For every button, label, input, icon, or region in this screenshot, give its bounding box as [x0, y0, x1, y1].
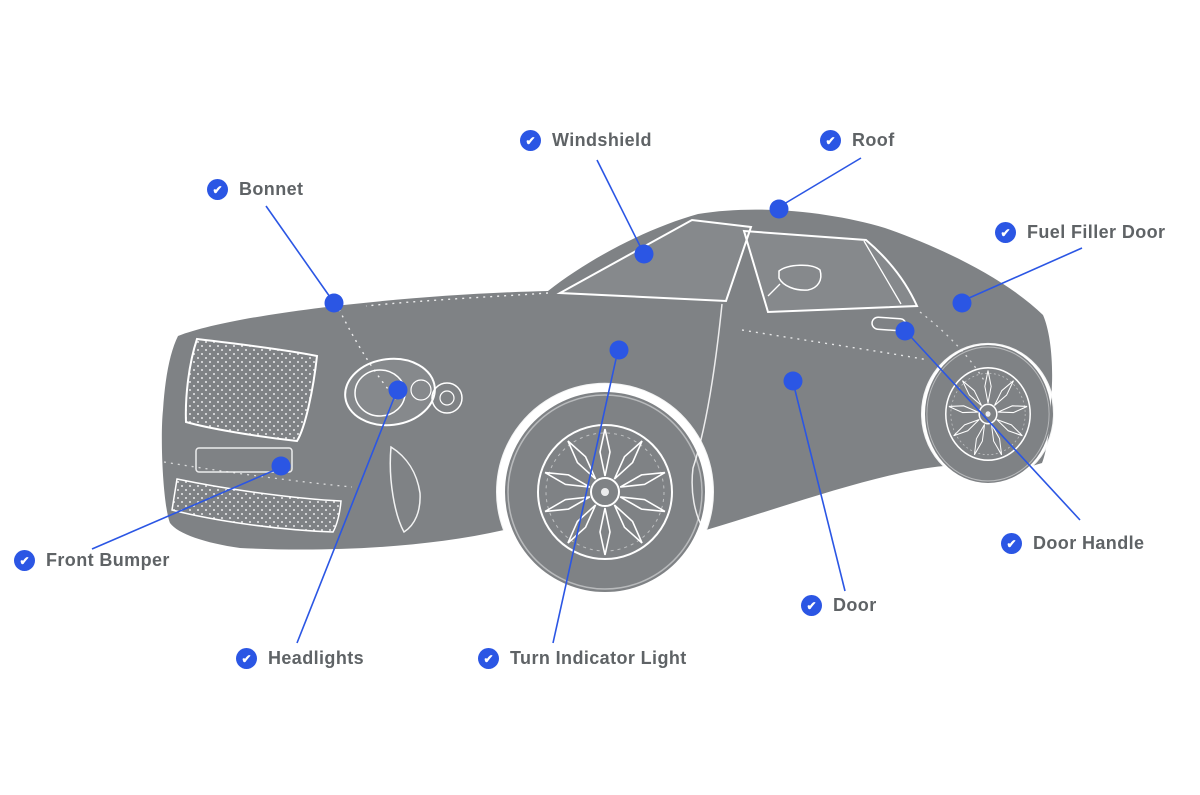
- side-air-vent: [389, 445, 421, 534]
- annotation-hotspot-dots: [271, 199, 972, 476]
- plate-recess: [195, 447, 293, 473]
- side-window-glass: [742, 229, 919, 314]
- leader-line-windshield: [596, 159, 641, 247]
- hotspot-fuel-filler-door[interactable]: [952, 293, 972, 313]
- leader-line-bonnet: [265, 205, 331, 298]
- part-label-fuel-filler-door: ✔ Fuel Filler Door: [995, 222, 1165, 243]
- part-label-roof: ✔ Roof: [820, 130, 895, 151]
- part-label-text: Door: [833, 595, 877, 615]
- check-badge-icon: ✔: [478, 648, 499, 669]
- check-badge-icon: ✔: [236, 648, 257, 669]
- part-label-text: Door Handle: [1033, 533, 1145, 553]
- leader-line-turn-indicator-light: [552, 358, 617, 644]
- part-label-bonnet: ✔ Bonnet: [207, 179, 303, 200]
- part-label-text: Windshield: [552, 130, 652, 150]
- hotspot-door-handle[interactable]: [895, 321, 915, 341]
- hotspot-door[interactable]: [783, 371, 803, 391]
- hotspot-headlights[interactable]: [388, 380, 408, 400]
- front-wheel: [505, 392, 705, 592]
- check-badge-icon: ✔: [207, 179, 228, 200]
- leader-line-front-bumper: [91, 469, 276, 550]
- part-label-front-bumper: ✔ Front Bumper: [14, 550, 170, 571]
- part-label-text: Headlights: [268, 648, 365, 668]
- part-label-text: Bonnet: [239, 179, 304, 199]
- check-badge-icon: ✔: [520, 130, 541, 151]
- hotspot-roof[interactable]: [769, 199, 789, 219]
- windshield-glass: [556, 218, 753, 303]
- door-seam: [691, 303, 723, 529]
- check-badge-icon: ✔: [1001, 533, 1022, 554]
- part-label-door: ✔ Door: [801, 595, 877, 616]
- check-badge-icon: ✔: [801, 595, 822, 616]
- check-badge-icon: ✔: [14, 550, 35, 571]
- part-label-turn-indicator-light: ✔ Turn Indicator Light: [478, 648, 687, 669]
- leader-line-headlights: [296, 397, 395, 644]
- lower-grille: [171, 478, 342, 533]
- hotspot-turn-indicator-light[interactable]: [609, 340, 629, 360]
- car-body: [161, 209, 1055, 592]
- front-grille: [184, 337, 319, 443]
- hotspot-bonnet[interactable]: [324, 293, 344, 313]
- leader-line-door: [794, 389, 846, 592]
- check-badge-icon: ✔: [820, 130, 841, 151]
- leader-line-fuel-filler-door: [968, 247, 1083, 299]
- check-badge-icon: ✔: [995, 222, 1016, 243]
- part-label-text: Fuel Filler Door: [1027, 222, 1166, 242]
- rear-wheel: [925, 345, 1051, 483]
- leader-line-door-handle: [910, 336, 1081, 521]
- part-label-door-handle: ✔ Door Handle: [1001, 533, 1144, 554]
- part-label-text: Roof: [852, 130, 895, 150]
- part-label-windshield: ✔ Windshield: [520, 130, 652, 151]
- part-label-text: Turn Indicator Light: [510, 648, 687, 668]
- part-label-headlights: ✔ Headlights: [236, 648, 364, 669]
- leader-line-roof: [783, 157, 862, 205]
- hotspot-front-bumper[interactable]: [271, 456, 291, 476]
- hotspot-windshield[interactable]: [634, 244, 654, 264]
- annotation-leader-lines: [91, 157, 1083, 644]
- body-silhouette: [161, 209, 1054, 550]
- part-label-text: Front Bumper: [46, 550, 170, 570]
- side-mirror: [778, 264, 822, 291]
- body-detail-lines: [163, 218, 1055, 534]
